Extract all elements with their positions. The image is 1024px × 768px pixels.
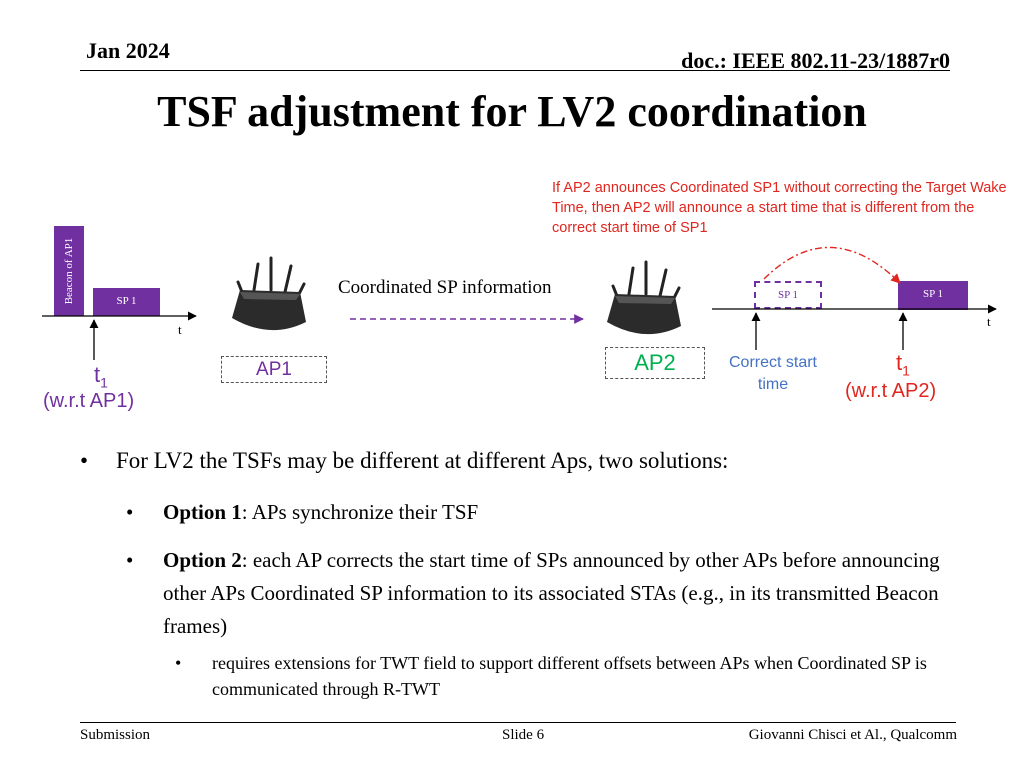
sp1-block-misplaced: SP 1 (754, 281, 822, 309)
header-date: Jan 2024 (86, 38, 170, 63)
ap1-label: AP1 (221, 356, 327, 383)
option1-bold: Option 1 (163, 500, 242, 524)
t1-right-subscript: 1 (902, 362, 910, 379)
router-ap1-icon (232, 256, 306, 331)
t1-left-symbol: t (94, 362, 101, 387)
offset-arc (763, 246, 901, 284)
option1-text: : APs synchronize their TSF (241, 500, 479, 524)
bullet-option2: Option 2: each AP corrects the start tim… (163, 544, 953, 643)
bullet-sub-marker: • (175, 653, 182, 673)
t1-left-ref: (w.r.t AP1) (43, 390, 135, 412)
option2-bold: Option 2 (163, 548, 242, 572)
axis-label-left: t (178, 322, 182, 337)
ap2-label: AP2 (605, 347, 705, 379)
bullet-sub: requires extensions for TWT field to sup… (212, 653, 927, 699)
sp1-block-right: SP 1 (898, 281, 968, 310)
correct-start-label: Correct start time (728, 354, 817, 393)
t1-left-label: t1 (94, 362, 108, 390)
header-doc-number: doc.: IEEE 802.11-23/1887r0 (681, 48, 950, 73)
header-rule (80, 70, 950, 71)
t1-right-ref: (w.r.t AP2) (845, 380, 937, 402)
bullet-option1: Option 1: APs synchronize their TSF (163, 496, 963, 529)
bullet-main-marker: • (80, 448, 89, 473)
bullet-option1-marker: • (126, 500, 134, 524)
t1-right-label: t1 (896, 350, 910, 378)
option2-text: : each AP corrects the start time of SPs… (163, 548, 940, 638)
axis-label-right: t (987, 314, 991, 329)
footer-author: Giovanni Chisci et Al., Qualcomm (748, 727, 957, 743)
t1-right-symbol: t (896, 350, 903, 375)
info-arrow-label: Coordinated SP information (338, 277, 552, 298)
annotation-note: If AP2 announces Coordinated SP1 without… (552, 180, 1007, 236)
router-ap2-icon (607, 260, 681, 335)
bullet-main: For LV2 the TSFs may be different at dif… (116, 448, 729, 473)
footer-left: Submission (80, 727, 151, 743)
bullet-option2-marker: • (126, 548, 134, 572)
footer-rule (80, 722, 956, 723)
footer-slide-number: Slide 6 (502, 727, 545, 743)
slide-title: TSF adjustment for LV2 coordination (157, 87, 867, 136)
sp1-block-left: SP 1 (93, 288, 160, 316)
t1-left-subscript: 1 (100, 374, 108, 391)
beacon-bar (54, 226, 84, 316)
